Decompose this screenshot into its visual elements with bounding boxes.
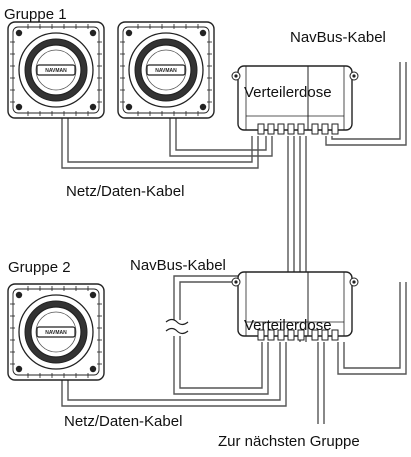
group1-label: Gruppe 1	[4, 6, 67, 23]
navbus-top-label: NavBus-Kabel	[290, 29, 386, 46]
instrument-group1-a: NAVMAN	[7, 21, 105, 119]
instrument-brand-logo: NAVMAN	[45, 68, 67, 74]
instrument-brand-logo: NAVMAN	[155, 68, 177, 74]
group2-label: Gruppe 2	[8, 259, 71, 276]
junction-bottom-label: Verteilerdose	[244, 317, 332, 334]
instrument-group2: NAVMAN	[7, 283, 105, 381]
junction-top-label: Verteilerdose	[244, 84, 332, 101]
cable-network-group2	[61, 342, 287, 407]
next-group-label: Zur nächsten Gruppe	[218, 433, 360, 450]
net-cable-bottom-label: Netz/Daten-Kabel	[64, 413, 182, 430]
instrument-brand-logo: NAVMAN	[45, 330, 67, 336]
net-cable-top-label: Netz/Daten-Kabel	[66, 183, 184, 200]
cable-break-symbol	[165, 318, 189, 335]
cable-navbus-top	[325, 62, 407, 146]
cable-network-group1	[61, 96, 273, 169]
navbus-mid-label: NavBus-Kabel	[130, 257, 226, 274]
instrument-group1-b: NAVMAN	[117, 21, 215, 119]
cable-navbus-right	[337, 282, 407, 375]
cable-next-group	[317, 342, 325, 424]
